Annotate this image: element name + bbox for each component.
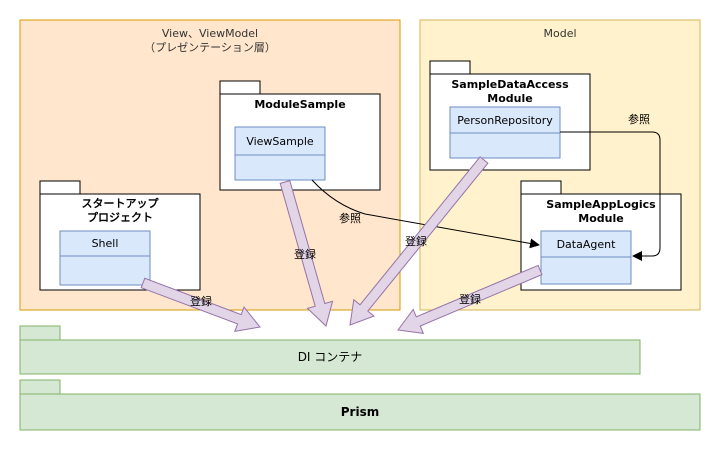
edge-ref-repository-to-dataagent: 参照 [560,112,661,261]
register-arrow-shell [140,277,261,333]
band-di-label: DI コンテナ [298,350,363,364]
register-arrow-dataagent [397,264,543,335]
edge-register-label-dataagent: 登録 [459,292,481,306]
band-di-container: DI コンテナ [19,325,641,375]
edge-ref-label-1: 参照 [339,211,361,225]
register-arrow-viewsample [279,179,334,327]
edge-register-label-repository: 登録 [405,234,427,248]
package-app-logics: SampleAppLogics Module DataAgent [520,180,682,291]
package-startup-title: スタートアップ [82,196,160,210]
package-module-sample-title: ModuleSample [254,98,345,111]
band-prism-label: Prism [341,405,379,419]
edge-register-label-shell: 登録 [190,294,212,308]
class-shell-name: Shell [92,237,119,250]
zone-model-title: Model [543,27,576,40]
edge-ref-label-2: 参照 [628,112,650,126]
edge-ref-viewsample-to-dataagent: 参照 [311,179,540,249]
class-data-agent-name: DataAgent [557,238,617,251]
class-person-repository-name: PersonRepository [457,114,553,127]
edge-register-label-viewsample: 登録 [294,247,316,261]
package-startup-project: スタートアップ プロジェクト Shell [39,180,201,291]
band-prism: Prism [19,379,701,431]
register-arrows [140,156,543,335]
class-shell: Shell [59,230,151,286]
class-data-agent: DataAgent [540,230,632,285]
register-arrow-repository [349,156,489,326]
zone-view-subtitle: （プレゼンテーション層） [144,41,276,54]
package-startup-subtitle: プロジェクト [87,210,153,224]
package-app-logics-subtitle: Module [578,212,623,225]
class-view-sample: ViewSample [234,126,326,181]
package-module-sample: ModuleSample ViewSample [219,80,381,191]
package-data-access: SampleDataAccess Module PersonRepository [429,60,591,171]
zone-view-title: View、ViewModel [162,27,258,40]
class-person-repository: PersonRepository [449,106,561,159]
package-app-logics-title: SampleAppLogics [546,198,656,211]
package-data-access-title: SampleDataAccess [451,78,569,91]
package-data-access-subtitle: Module [487,92,532,105]
class-view-sample-name: ViewSample [246,135,314,148]
